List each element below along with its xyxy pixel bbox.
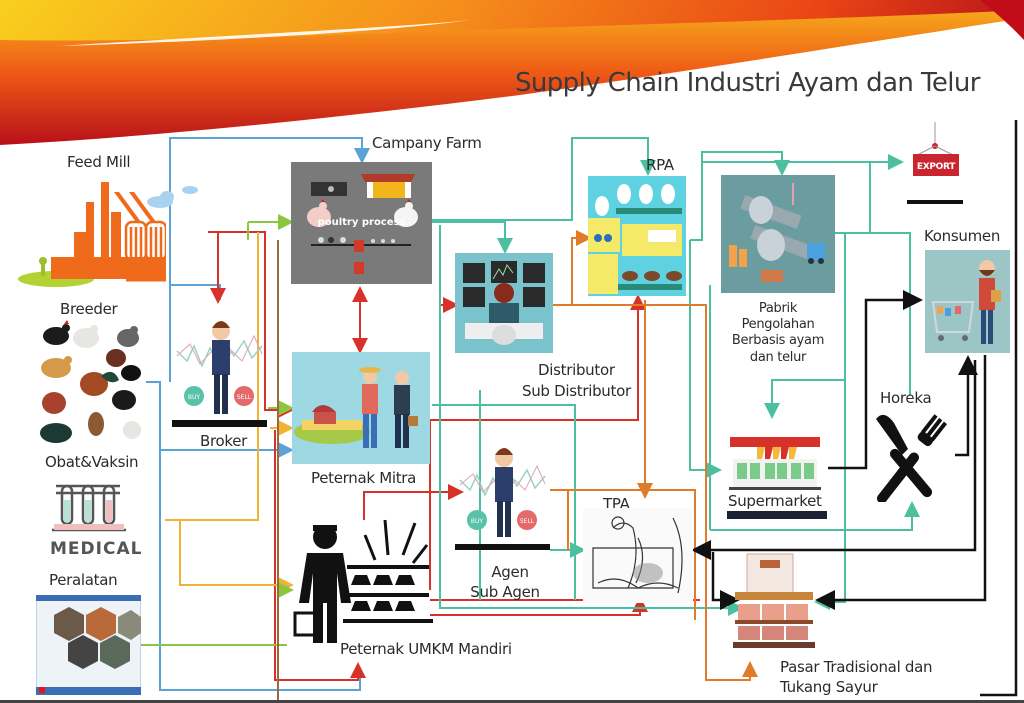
agen-buy-badge: BUY (471, 518, 484, 525)
line-pabrik-out (835, 162, 871, 234)
obat-vaksin-label: Obat&Vaksin (45, 453, 139, 471)
agen-image[interactable]: BUY SELL (455, 440, 550, 552)
test-tubes-icon (52, 484, 126, 532)
cloud-icon (147, 186, 198, 208)
slide-bottom-border (0, 700, 1024, 703)
konsumen-label: Konsumen (924, 227, 1001, 245)
line-red-tpa (430, 596, 648, 616)
agen-label: Agen (491, 563, 529, 581)
peternak-umkm-label: Peternak UMKM Mandiri (340, 640, 512, 658)
pabrik-label-1: Pabrik (758, 301, 798, 316)
pabrik-label-4: dan telur (749, 350, 807, 365)
handshake-farmers-icon (294, 367, 418, 448)
rpa-image[interactable] (588, 176, 686, 296)
factory-conveyor-icon (729, 183, 825, 282)
line-companyfarm-rpa (432, 137, 656, 221)
line-red-agen (363, 484, 464, 520)
peternak-mitra-label: Peternak Mitra (311, 469, 417, 487)
pabrik-image[interactable] (721, 175, 835, 293)
peternak-mitra-image[interactable] (292, 352, 430, 464)
fork-knife-icon[interactable] (868, 407, 953, 502)
line-rpa-pabrik (690, 151, 790, 241)
umkm-farmer-icon[interactable] (285, 515, 435, 665)
pasar-stall-image[interactable] (732, 552, 817, 654)
broker-buy-badge: BUY (188, 394, 201, 401)
page-title: Supply Chain Industri Ayam dan Telur (515, 68, 980, 98)
feed-mill-label: Feed Mill (67, 153, 131, 171)
broker-sell-badge: SELL (237, 394, 252, 401)
export-sign[interactable] (905, 122, 965, 207)
horeka-label: Horeka (880, 389, 932, 407)
line-agen-tpa (550, 489, 696, 620)
sub-distributor-label: Sub Distributor (522, 382, 631, 400)
broker-label: Broker (200, 432, 248, 450)
pasar-label-2: Tukang Sayur (780, 678, 878, 696)
poultry-process-icon (307, 174, 418, 274)
medical-badge: MEDICAL (50, 539, 143, 559)
shopper-cart-icon (931, 260, 1001, 344)
line-red-distributor (429, 294, 646, 590)
agen-sell-badge: SELL (520, 518, 535, 525)
line-supermarket-konsumen (828, 290, 923, 470)
poultry-process-caption: poultry process (317, 217, 406, 228)
trader-monitors-icon (463, 261, 545, 345)
line-distributor-rpa (552, 230, 592, 306)
konsumen-image[interactable] (925, 250, 1010, 353)
feed-mill-icon (18, 182, 166, 287)
peralatan-label: Peralatan (49, 571, 118, 589)
company-farm-image[interactable]: poultry process (291, 162, 432, 284)
broker-image[interactable]: BUY SELL (172, 306, 267, 436)
distributor-image[interactable] (455, 253, 553, 353)
breeder-label: Breeder (60, 300, 118, 318)
chicken-breeds-icon (40, 320, 141, 443)
distributor-label: Distributor (538, 361, 615, 379)
supermarket-label: Supermarket (728, 492, 822, 510)
line-feedmill-broker (170, 284, 221, 300)
rpa-label: RPA (646, 156, 674, 174)
pabrik-label-2: Pengolahan (741, 317, 815, 332)
company-farm-label: Campany Farm (372, 134, 482, 152)
supermarket-image[interactable] (725, 435, 830, 520)
tpa-sketch-image[interactable] (583, 508, 693, 603)
slaughterhouse-icon (588, 184, 682, 294)
line-breeder-umkm (159, 450, 361, 691)
pabrik-label-3: Berbasis ayam (731, 333, 825, 348)
line-feedmill-companyfarm (169, 137, 370, 285)
export-label: EXPORT (916, 162, 956, 172)
pasar-label-1: Pasar Tradisional dan (780, 658, 933, 676)
line-breeder-out (146, 381, 294, 458)
equipment-image (36, 595, 141, 695)
line-red-umkm (274, 430, 366, 681)
sub-agen-label: Sub Agen (470, 583, 540, 601)
